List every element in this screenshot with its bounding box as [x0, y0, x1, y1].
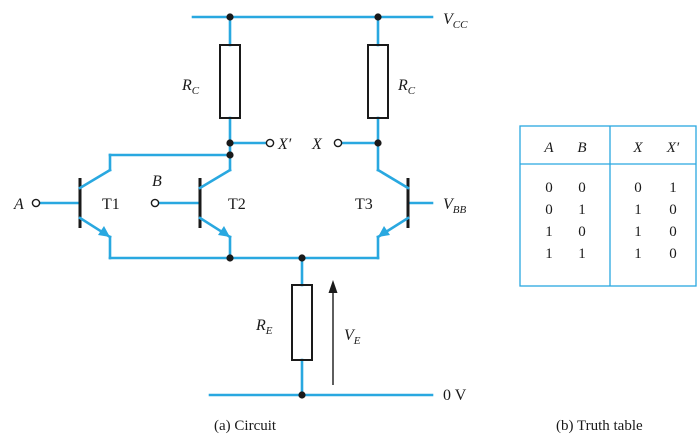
ve-arrow-icon	[328, 280, 338, 293]
transistor-t3	[376, 168, 410, 239]
truth-table-body: 0 0 0 1 0 1 1 0 1 0 1 0 1 1 1 0	[545, 180, 677, 262]
junction-dot	[226, 151, 234, 159]
truth-table-row: 1 0 1 0	[545, 224, 677, 240]
truth-table-caption: (b) Truth table	[556, 418, 643, 434]
truth-table-cell: 1	[578, 202, 586, 218]
terminals	[31, 138, 343, 208]
vcc-label: VCC	[443, 11, 468, 31]
input-a-terminal	[31, 198, 41, 208]
junction-dot	[226, 254, 234, 262]
circuit-caption: (a) Circuit	[214, 418, 277, 434]
truth-table-border	[519, 125, 697, 287]
junction-dot	[226, 139, 234, 147]
rc-right-resistor	[367, 44, 389, 119]
rc-left-resistor	[219, 44, 241, 119]
input-a-label: A	[13, 196, 24, 213]
junction-dot	[226, 13, 234, 21]
junction-dot	[298, 391, 306, 399]
circuit-wires	[38, 15, 434, 397]
output-xprime-label: X′	[277, 136, 292, 153]
truth-table: A B X X′ 0 0 0 1 0 1 1 0 1 0 1 0 1 1 1 0	[519, 125, 697, 287]
t3-collector-lead	[376, 168, 410, 190]
truth-table-header-cell: X′	[666, 140, 680, 156]
truth-table-cell: 0	[545, 180, 553, 196]
input-b-label: B	[152, 173, 162, 190]
t2-collector-lead	[198, 168, 232, 190]
t3-emitter-arrow-icon	[378, 226, 390, 237]
transistor-t1	[78, 168, 112, 239]
x-terminal	[333, 138, 343, 148]
re-resistor	[291, 284, 313, 361]
truth-table-header-cell: X	[632, 140, 643, 156]
junction-dots	[226, 13, 382, 399]
truth-table-headers: A B X X′	[543, 140, 680, 156]
junction-dot	[374, 13, 382, 21]
t1-emitter-arrow-icon	[98, 226, 110, 237]
output-x-label: X	[311, 136, 323, 153]
truth-table-cell: 1	[634, 224, 642, 240]
t2-emitter-arrow-icon	[218, 226, 230, 237]
truth-table-cell: 0	[669, 224, 677, 240]
truth-table-cell: 0	[634, 180, 642, 196]
truth-table-row: 0 0 0 1	[545, 180, 677, 196]
t1-label: T1	[102, 196, 120, 213]
truth-table-cell: 1	[545, 224, 553, 240]
truth-table-cell: 0	[669, 246, 677, 262]
truth-table-cell: 0	[578, 180, 586, 196]
truth-table-cell: 1	[578, 246, 586, 262]
truth-table-cell: 1	[634, 246, 642, 262]
truth-table-header-cell: A	[543, 140, 554, 156]
t1-collector-lead	[78, 168, 112, 190]
truth-table-cell: 0	[669, 202, 677, 218]
t2-label: T2	[228, 196, 246, 213]
truth-table-cell: 1	[634, 202, 642, 218]
xprime-terminal	[265, 138, 275, 148]
truth-table-row: 1 1 1 0	[545, 246, 677, 262]
input-b-terminal	[150, 198, 160, 208]
transistor-t2	[198, 168, 232, 239]
t3-label: T3	[355, 196, 373, 213]
truth-table-header-cell: B	[577, 140, 586, 156]
truth-table-cell: 1	[545, 246, 553, 262]
truth-table-cell: 0	[578, 224, 586, 240]
truth-table-cell: 1	[669, 180, 677, 196]
rc-right-label: RC	[397, 77, 416, 97]
ground-label: 0 V	[443, 387, 467, 404]
junction-dot	[374, 139, 382, 147]
rc-left-label: RC	[181, 77, 200, 97]
vbb-label: VBB	[443, 196, 467, 216]
truth-table-cell: 0	[545, 202, 553, 218]
re-label: RE	[255, 317, 273, 337]
junction-dot	[298, 254, 306, 262]
truth-table-row: 0 1 1 0	[545, 202, 677, 218]
ve-label: VE	[344, 327, 361, 347]
